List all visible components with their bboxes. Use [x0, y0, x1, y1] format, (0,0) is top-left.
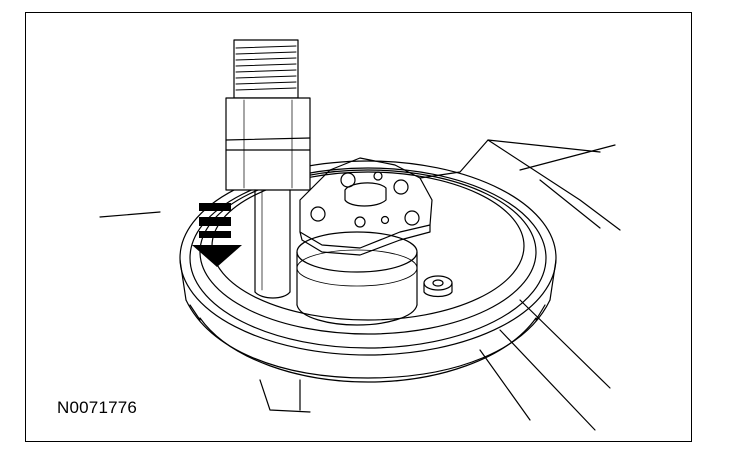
- work-surface-lines: [99, 139, 621, 431]
- wheel-stud: [423, 275, 453, 298]
- hub-bearing: [296, 231, 418, 326]
- figure-id-label: N0071776: [57, 398, 138, 417]
- flange-plate: [299, 157, 433, 256]
- arrow-down-icon: [192, 203, 242, 267]
- brake-drum: [179, 160, 557, 383]
- press-tool: [225, 39, 311, 299]
